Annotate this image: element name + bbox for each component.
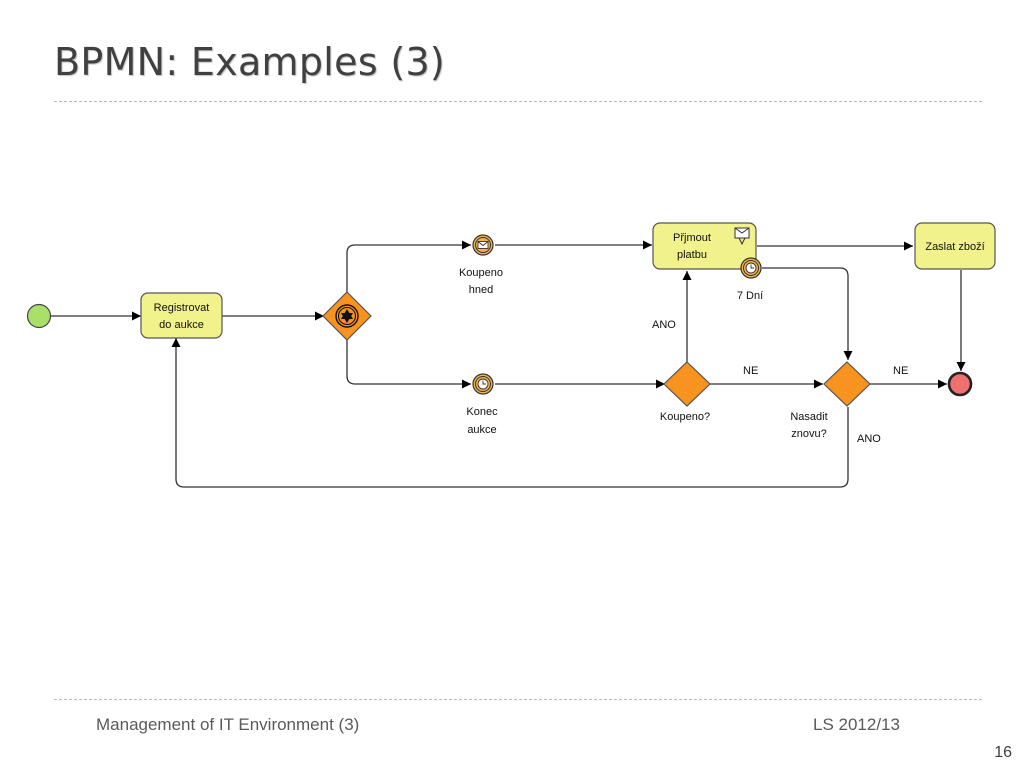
flow-timeout-relist (762, 267, 853, 360)
flow-label-relist-no: NE (893, 365, 908, 377)
flow-label-bought-no: NE (743, 365, 758, 377)
task-send-goods-label: Zaslat zboží (925, 241, 984, 253)
event-based-gateway (322, 291, 372, 341)
event-bought-now-label-1: Koupeno (459, 267, 503, 279)
slide-title: BPMN: Examples (3) (54, 40, 446, 84)
gateway-relist (823, 361, 871, 407)
task-send-goods: Zaslat zboží (914, 222, 996, 270)
event-bought-now-label-2: hned (469, 284, 493, 296)
task-accept-payment-line-1: Přjmout (673, 232, 711, 244)
receive-task-icon (734, 227, 750, 246)
event-auction-end-label-2: aukce (467, 424, 496, 436)
gateway-bought-label: Koupeno? (660, 411, 710, 423)
title-divider (54, 101, 982, 102)
end-event (947, 371, 973, 397)
timer-event-auction-end (472, 373, 494, 395)
task-accept-payment-line-2: platbu (677, 249, 707, 261)
footer-divider (54, 699, 982, 700)
task-register: Registrovat do aukce (140, 292, 223, 339)
start-event (26, 303, 52, 329)
flow-relist-yes-loop (171, 338, 849, 488)
flow-gateway-auction-end (346, 340, 471, 389)
gateway-relist-label-1: Nasadit (790, 411, 827, 423)
flow-label-bought-yes: ANO (652, 319, 676, 331)
flow-gateway-bought-now (346, 240, 471, 292)
flow-label-relist-yes: ANO (857, 433, 881, 445)
footer-term: LS 2012/13 (813, 715, 900, 734)
gateway-relist-label-2: znovu? (791, 428, 826, 440)
event-auction-end-label-1: Konec (466, 406, 498, 418)
message-event-bought-now (472, 234, 494, 256)
footer-course: Management of IT Environment (3) (96, 715, 360, 734)
task-accept-payment: Přjmout platbu (652, 222, 757, 270)
page-number: 16 (994, 744, 1012, 761)
boundary-timer-label: 7 Dní (737, 290, 763, 302)
gateway-bought (663, 361, 711, 407)
sequence-flows (51, 240, 966, 488)
boundary-timer-event (740, 257, 762, 279)
task-register-line-1: Registrovat (154, 302, 210, 314)
task-register-line-2: do aukce (159, 319, 204, 331)
